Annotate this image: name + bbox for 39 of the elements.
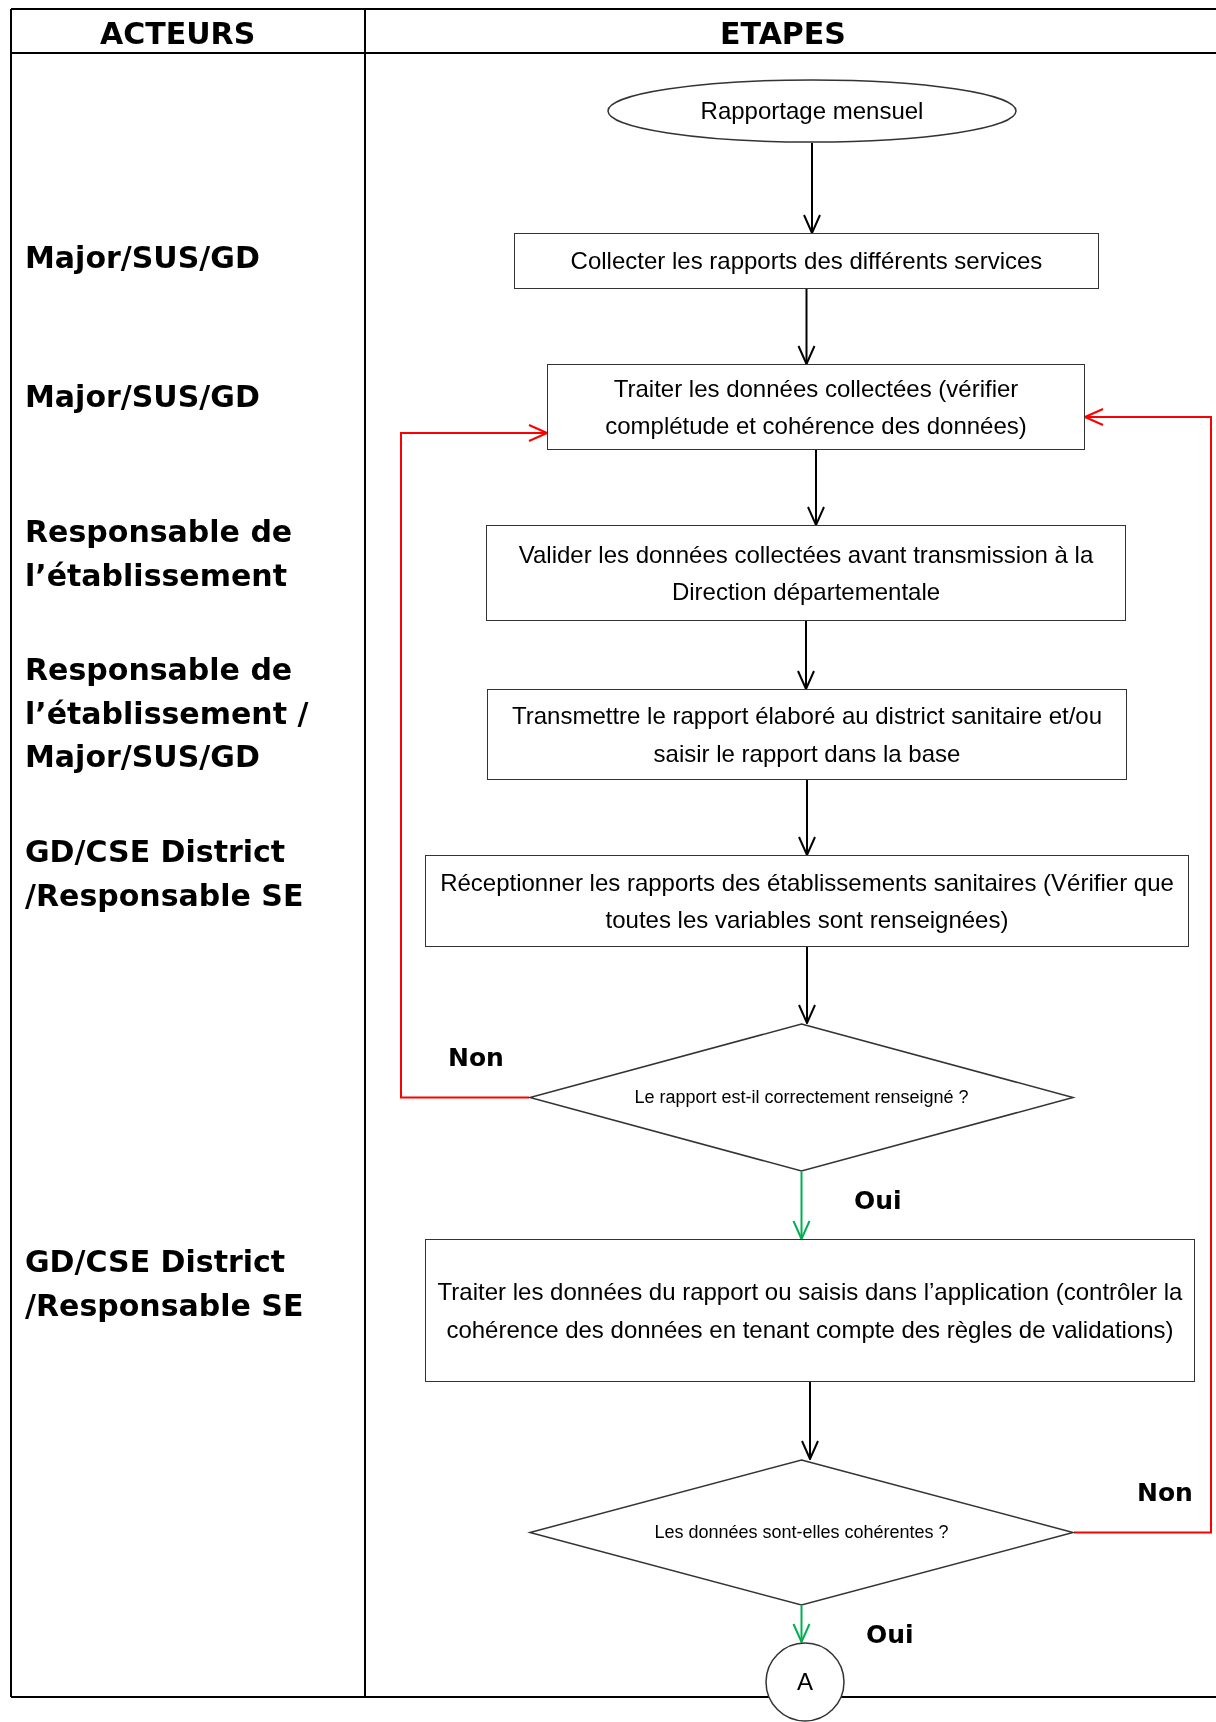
arrow [803,142,821,234]
step-text: Les données sont-elles cohérentes ? [653,1520,950,1544]
step-text: Le rapport est-il correctement renseigné ? [633,1085,970,1109]
process-box [514,233,1099,289]
step-text: Collecter les rapports des différents services [569,246,1044,277]
arrow [807,449,825,526]
process-box [486,525,1126,621]
arrow [797,288,816,365]
arrow [1073,408,1212,1534]
decision-diamond [529,1023,1074,1172]
step-text: Réceptionner les rapports des établissements sanitaires (Vérifier que toutes les variables sont renseignées) [439,867,1175,935]
arrow [797,620,815,690]
step-text: A [796,1667,814,1698]
actor-label: GD/CSE District /Responsable SE [25,833,305,915]
actor-label: Responsable de l’établissement [25,513,294,595]
arrow [801,1381,819,1460]
step-text: Traiter les données collectées (vérifier complétude et cohérence des données) [604,373,1028,441]
header-cell-text: ACTEURS [100,15,256,53]
actor-label: Responsable de l’établissement / Major/SUS/GD [25,651,309,776]
actor-label: Major/SUS/GD [25,378,261,416]
arrow [798,946,816,1024]
arrow [792,1605,811,1643]
step-text: Rapportage mensuel [699,96,925,127]
actor-label: Major/SUS/GD [25,239,261,277]
arrow [792,1171,811,1240]
step-text: Valider les données collectées avant transmission à la Direction départementale [517,539,1095,607]
process-box [487,689,1127,780]
process-box [425,1239,1195,1382]
decision-diamond [529,1459,1074,1606]
connector-circle [765,1642,845,1722]
arrow [400,424,548,1099]
start-ellipse [607,79,1017,143]
actor-label: GD/CSE District /Responsable SE [25,1243,305,1325]
header-cell-text: ETAPES [720,15,846,53]
step-text: Traiter les données du rapport ou saisis dans l’application (contrôler la cohérence des données en tenant compte des règles de validations) [436,1277,1184,1345]
arrow [798,779,816,856]
process-box [425,855,1189,947]
step-text: Transmettre le rapport élaboré au district sanitaire et/ou saisir le rapport dans la base [510,701,1104,769]
process-box [547,364,1085,450]
